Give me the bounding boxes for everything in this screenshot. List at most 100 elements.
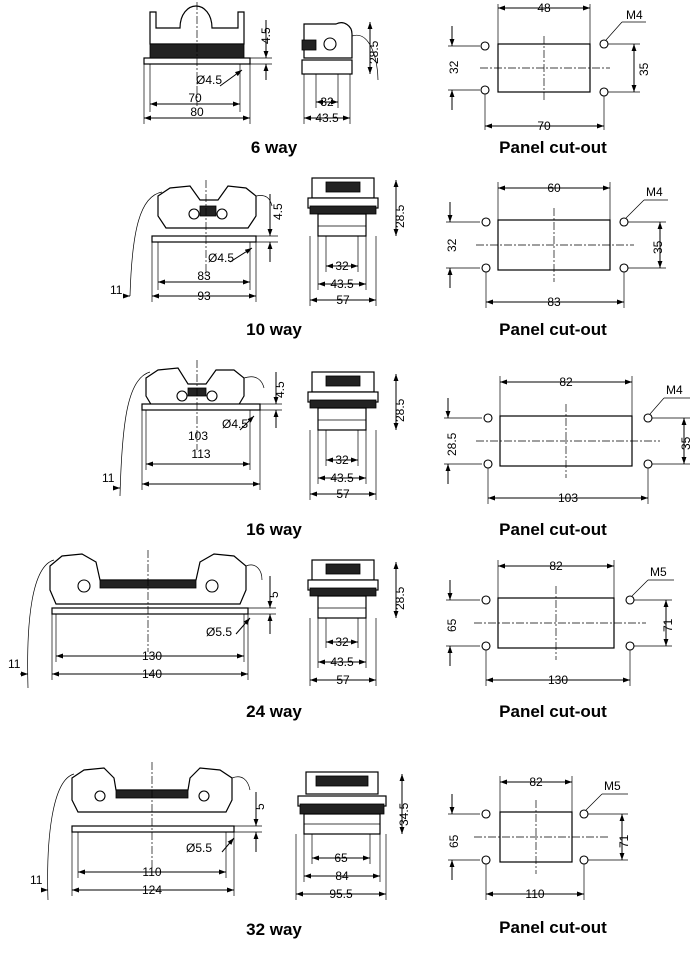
cutout-screw-16: M4 [666, 383, 683, 397]
front-view-16-way: 32 43.5 57 28.5 [307, 371, 407, 501]
side-height-16: 4.5 [273, 381, 287, 398]
cutout-right-16: 35 [679, 436, 693, 450]
cutout-screw-32: M5 [604, 779, 621, 793]
side-height-10: 4.5 [271, 203, 285, 220]
side-height-24: 5 [267, 591, 281, 598]
cutout-right-32: 71 [617, 834, 631, 848]
front-height-32: 34.5 [397, 802, 411, 826]
side-cable-32: 11 [30, 873, 43, 887]
front-view-6-way: 32 43.5 28.5 [301, 22, 381, 125]
front-overall-16: 57 [336, 487, 350, 501]
side-hole-32: Ø5.5 [186, 841, 212, 855]
row-6-way: 4.5 Ø4.5 70 80 32 43.5 28.5 [143, 1, 651, 157]
cutout-caption-24-way: Panel cut-out [499, 702, 607, 721]
front-inner-16: 32 [335, 453, 349, 467]
cutout-left-10: 32 [445, 238, 459, 252]
side-outer-24: 140 [142, 667, 162, 681]
cutout-pitch-10: 83 [547, 295, 561, 309]
cutout-width-24: 82 [549, 559, 563, 573]
front-height-10: 28.5 [393, 204, 407, 228]
side-height-6: 4.5 [259, 27, 273, 44]
row-10-way: 4.5 Ø4.5 83 93 11 32 43.5 [110, 177, 668, 339]
caption-16-way: 16 way [246, 520, 302, 539]
side-view-16-way: 4.5 Ø4.5 103 113 11 [102, 360, 287, 497]
side-hole-16: Ø4.5 [222, 417, 248, 431]
cutout-caption-16-way: Panel cut-out [499, 520, 607, 539]
cutout-caption-10-way: Panel cut-out [499, 320, 607, 339]
side-view-10-way: 4.5 Ø4.5 83 93 11 [110, 180, 285, 303]
cutout-16-way: 82 M4 28.5 35 103 [444, 375, 693, 505]
front-outer-32: 84 [335, 869, 349, 883]
side-inner-32: 110 [142, 865, 161, 879]
cutout-32-way: 82 M5 65 71 110 [447, 775, 631, 901]
front-outer-10: 43.5 [330, 277, 354, 291]
front-height-24: 28.5 [393, 586, 407, 610]
side-view-32-way: 5 Ø5.5 110 124 11 [30, 762, 267, 901]
cutout-10-way: 60 M4 32 35 83 [445, 181, 668, 309]
side-view-6-way: 4.5 Ø4.5 70 80 [143, 2, 273, 124]
side-outer-10: 93 [197, 289, 211, 303]
cutout-left-32: 65 [447, 834, 461, 848]
cutout-6-way: 48 M4 32 35 70 [447, 1, 651, 133]
cutout-right-24: 71 [661, 618, 675, 632]
front-outer-6: 43.5 [315, 111, 339, 125]
side-hole-24: Ø5.5 [206, 625, 232, 639]
front-inner-10: 32 [335, 259, 349, 273]
side-outer-6: 80 [190, 105, 204, 119]
cutout-left-6: 32 [447, 60, 461, 74]
cutout-pitch-32: 110 [525, 887, 544, 901]
front-overall-24: 57 [336, 673, 350, 687]
cutout-pitch-16: 103 [558, 491, 578, 505]
cutout-right-10: 35 [651, 240, 665, 254]
front-view-24-way: 32 43.5 57 28.5 [307, 559, 407, 687]
caption-32-way: 32 way [246, 920, 302, 939]
front-overall-32: 95.5 [329, 887, 353, 901]
caption-6-way: 6 way [251, 138, 298, 157]
side-inner-16: 103 [188, 429, 208, 443]
cutout-right-6: 35 [637, 62, 651, 76]
front-height-16: 28.5 [393, 398, 407, 422]
cutout-left-24: 65 [445, 618, 459, 632]
front-inner-32: 65 [334, 851, 348, 865]
side-height-32: 5 [253, 803, 267, 810]
front-outer-24: 43.5 [330, 655, 354, 669]
cutout-pitch-24: 130 [548, 673, 568, 687]
cutout-left-16: 28.5 [445, 432, 459, 456]
caption-24-way: 24 way [246, 702, 302, 721]
front-inner-6: 32 [320, 95, 334, 109]
cutout-caption-6-way: Panel cut-out [499, 138, 607, 157]
side-outer-16: 113 [191, 447, 210, 461]
side-view-24-way: 5 Ø5.5 130 140 11 [8, 550, 281, 689]
side-hole-6: Ø4.5 [196, 73, 222, 87]
cutout-width-32: 82 [529, 775, 543, 789]
cutout-width-10: 60 [547, 181, 561, 195]
side-inner-6: 70 [188, 91, 202, 105]
front-outer-16: 43.5 [330, 471, 354, 485]
cutout-pitch-6: 70 [537, 119, 551, 133]
cutout-screw-10: M4 [646, 185, 663, 199]
cutout-width-6: 48 [537, 1, 551, 15]
row-24-way: 5 Ø5.5 130 140 11 32 43.5 [8, 550, 675, 721]
front-overall-10: 57 [336, 293, 350, 307]
front-view-32-way: 65 84 95.5 34.5 [295, 771, 411, 901]
side-inner-10: 83 [197, 269, 211, 283]
front-view-10-way: 32 43.5 57 28.5 [307, 177, 407, 307]
cutout-screw-6: M4 [626, 8, 643, 22]
row-16-way: 4.5 Ø4.5 103 113 11 32 43.5 [102, 360, 693, 539]
cutout-24-way: 82 M5 65 71 130 [445, 559, 675, 687]
row-32-way: 5 Ø5.5 110 124 11 65 84 [30, 762, 631, 939]
side-cable-16: 11 [102, 471, 115, 485]
cutout-width-16: 82 [559, 375, 573, 389]
side-cable-10: 11 [110, 283, 123, 297]
cutout-screw-24: M5 [650, 565, 667, 579]
cutout-caption-32-way: Panel cut-out [499, 918, 607, 937]
caption-10-way: 10 way [246, 320, 302, 339]
side-inner-24: 130 [142, 649, 162, 663]
front-inner-24: 32 [335, 635, 349, 649]
side-hole-10: Ø4.5 [208, 251, 234, 265]
front-height-6: 28.5 [367, 40, 381, 64]
side-cable-24: 11 [8, 657, 21, 671]
side-outer-32: 124 [142, 883, 162, 897]
